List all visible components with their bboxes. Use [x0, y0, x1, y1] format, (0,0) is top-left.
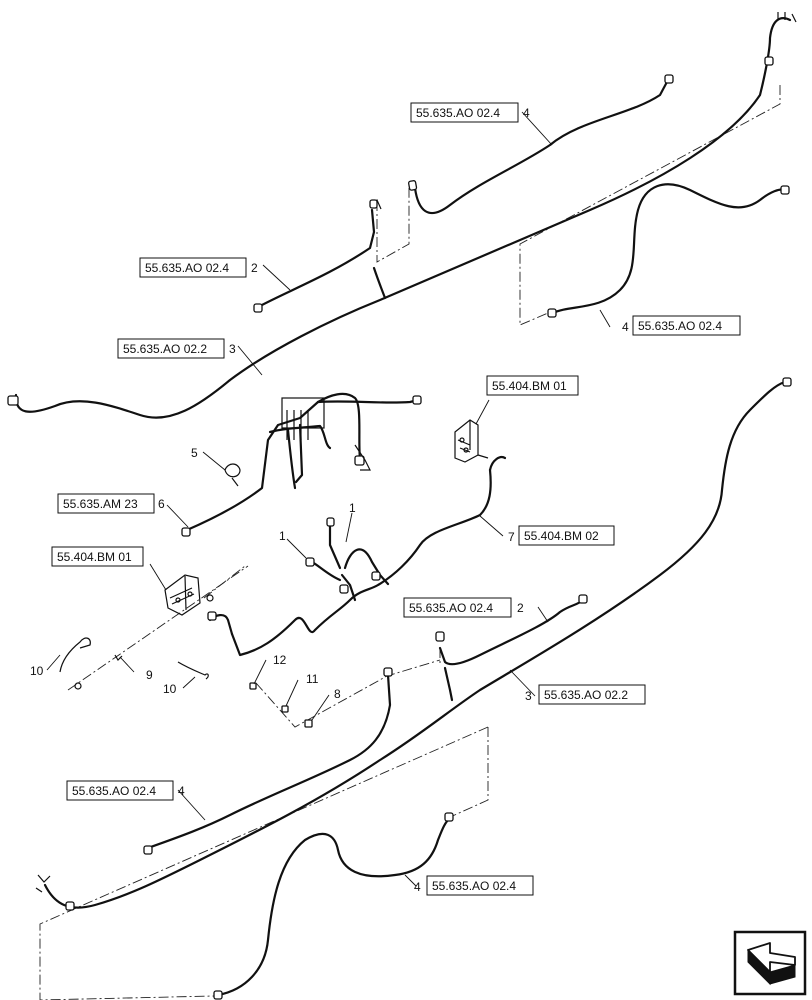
svg-text:55.635.AO 02.4: 55.635.AO 02.4 [409, 601, 493, 615]
item-number: 2 [251, 261, 258, 275]
svg-text:55.404.BM 01: 55.404.BM 01 [57, 550, 132, 564]
item-number: 2 [517, 601, 524, 615]
item-number: 10 [163, 682, 177, 696]
item-number: 6 [158, 497, 165, 511]
item-number: 11 [306, 672, 319, 686]
harness-4-bottom [213, 812, 454, 1000]
svg-text:55.404.BM 02: 55.404.BM 02 [524, 529, 599, 543]
arrow-navigation-icon[interactable] [733, 930, 807, 996]
leader-lines [46, 111, 611, 887]
harness-2-middle [435, 594, 588, 666]
harness-7 [207, 456, 507, 657]
phantom-lines [39, 85, 781, 1000]
small-parts [59, 637, 313, 728]
svg-text:55.635.AO 02.2: 55.635.AO 02.2 [544, 688, 628, 702]
svg-text:55.635.AO 02.4: 55.635.AO 02.4 [145, 261, 229, 275]
item-number: 12 [273, 653, 287, 667]
item-number: 3 [229, 342, 236, 356]
item-number: 4 [622, 320, 629, 334]
svg-text:55.635.AO 02.4: 55.635.AO 02.4 [432, 879, 516, 893]
harness-6 [181, 392, 422, 537]
harness-3-lower [35, 377, 792, 911]
ref-box-2: 55.635.AO 02.4 [139, 257, 247, 278]
harness-4-lower [143, 667, 393, 855]
module-lower [164, 574, 214, 616]
item-number: 4 [178, 784, 185, 798]
harness-4-right [547, 183, 790, 318]
ref-box-7: 55.404.BM 02 [518, 525, 615, 546]
item-number: 1 [349, 501, 356, 515]
item-number: 1 [279, 529, 286, 543]
ref-box-1: 55.635.AO 02.4 [410, 102, 519, 123]
item-number: 8 [334, 687, 341, 701]
ref-box-4: 55.635.AO 02.2 [117, 338, 225, 359]
item-number: 5 [191, 446, 198, 460]
ref-box-9: 55.635.AO 02.4 [403, 597, 512, 618]
svg-text:55.635.AO 02.4: 55.635.AO 02.4 [638, 319, 722, 333]
item-number: 4 [414, 880, 421, 894]
ref-box-11: 55.635.AO 02.4 [66, 780, 174, 801]
module-upper [454, 419, 489, 463]
svg-text:55.635.AM 23: 55.635.AM 23 [63, 497, 138, 511]
svg-text:55.404.BM 01: 55.404.BM 01 [492, 379, 567, 393]
ref-box-6: 55.635.AM 23 [57, 493, 155, 514]
svg-text:55.635.AO 02.4: 55.635.AO 02.4 [72, 784, 156, 798]
item-number: 7 [508, 530, 515, 544]
ref-box-3: 55.635.AO 02.4 [632, 315, 741, 336]
ref-box-5: 55.404.BM 01 [486, 375, 579, 396]
ref-box-12: 55.635.AO 02.4 [426, 875, 534, 896]
item-number: 3 [525, 689, 532, 703]
svg-text:55.635.AO 02.2: 55.635.AO 02.2 [123, 342, 207, 356]
harness-3-top [7, 12, 797, 419]
ref-box-10: 55.635.AO 02.2 [538, 684, 646, 705]
svg-text:55.635.AO 02.4: 55.635.AO 02.4 [416, 106, 500, 120]
harness-2-top [253, 199, 378, 313]
ref-box-8: 55.404.BM 01 [51, 546, 144, 567]
item-number: 10 [30, 664, 44, 678]
item-number: 4 [523, 106, 530, 120]
item-number: 9 [146, 668, 153, 682]
harness-4-top [371, 74, 674, 215]
